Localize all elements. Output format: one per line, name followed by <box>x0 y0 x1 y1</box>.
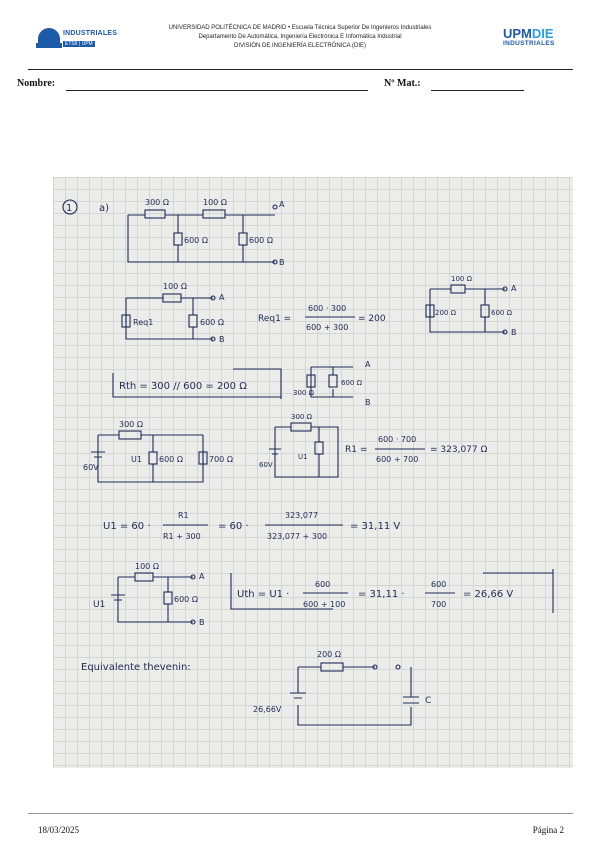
circuit-3: 100 Ω 200 Ω 600 Ω A B <box>425 275 517 337</box>
c1-r100: 100 Ω <box>203 198 227 207</box>
handwritten-solution: 1 a) 300 Ω 100 Ω 600 Ω 600 Ω A B 100 <box>62 198 554 726</box>
c5-u1: U1 <box>298 453 308 461</box>
c1-node-b: B <box>279 258 285 267</box>
logo-right-sub: INDUSTRIALES <box>503 40 555 47</box>
th-r200: 200 Ω <box>317 650 341 659</box>
u1-lhs: U1 = 60 · <box>103 521 151 532</box>
c2-req1: Req1 <box>133 318 153 327</box>
c1-r600a: 600 Ω <box>184 236 208 245</box>
dome-base-icon <box>36 43 62 48</box>
uth-frac2-den: 700 <box>431 600 446 609</box>
rth-box: Rth = 300 // 600 = 200 Ω 300 Ω 600 Ω A B <box>112 360 371 407</box>
u1-frac2-num: 323,077 <box>285 511 318 520</box>
c5-v60: 60V <box>259 461 273 469</box>
header-text: UNIVERSIDAD POLITÉCNICA DE MADRID • Escu… <box>140 24 460 51</box>
upmdie-logo: UPMDIE INDUSTRIALES <box>503 27 567 47</box>
header-line-2: Departamento De Automática, Ingeniería E… <box>198 34 402 40</box>
circuit-6: 100 Ω U1 600 Ω A B <box>93 562 205 627</box>
circuit-2: 100 Ω Req1 600 Ω A B <box>121 282 225 344</box>
u1-result: = 31,11 V <box>350 521 400 532</box>
header-divider <box>28 69 573 70</box>
u1-frac2-den: 323,077 + 300 <box>267 532 327 541</box>
rth-r600: 600 Ω <box>341 379 363 387</box>
req1-result: = 200 <box>358 314 386 324</box>
r1-num: 600 · 700 <box>378 435 416 444</box>
uth-frac1-num: 600 <box>315 580 330 589</box>
c1-r300: 300 Ω <box>145 198 169 207</box>
thevenin-label: Equivalente thevenin: <box>81 662 191 673</box>
c5-r300: 300 Ω <box>291 413 313 421</box>
thevenin-equivalent: Equivalente thevenin: 200 Ω 26,66V C <box>81 650 431 726</box>
mat-label: Nº Mat.: <box>384 78 421 89</box>
footer-date: 18/03/2025 <box>38 825 80 835</box>
c3-r100: 100 Ω <box>451 275 473 283</box>
dome-icon <box>38 28 60 44</box>
name-label: Nombre: <box>17 78 56 89</box>
uth-frac2-num: 600 <box>431 580 446 589</box>
c3-r200: 200 Ω <box>435 309 457 317</box>
c2-node-b: B <box>219 335 225 344</box>
circuit-5: 300 Ω 60V U1 R1 = 600 · 700 600 + 700 = … <box>259 413 487 478</box>
footer-divider <box>28 813 573 814</box>
rth-r300: 300 Ω <box>293 389 315 397</box>
c4-r700: 700 Ω <box>209 455 233 464</box>
header-line-3: DIVISIÓN DE INGENIERÍA ELECTRÓNICA (DIE) <box>233 43 367 49</box>
c3-node-b: B <box>511 328 517 337</box>
logo-left-sub: ETSII | UPM <box>63 41 95 47</box>
c6-u1: U1 <box>93 600 105 610</box>
handwritten-solution-photo: 1 a) 300 Ω 100 Ω 600 Ω 600 Ω A B 100 <box>53 177 573 768</box>
mat-field[interactable] <box>431 90 524 91</box>
c4-r600: 600 Ω <box>159 455 183 464</box>
page-header: INDUSTRIALES ETSII | UPM UNIVERSIDAD POL… <box>0 0 599 70</box>
rth-node-a: A <box>365 360 371 369</box>
r1-result: = 323,077 Ω <box>430 445 487 455</box>
circuit-4: 300 Ω 60V U1 600 Ω 700 Ω <box>83 420 233 483</box>
c1-r600b: 600 Ω <box>249 236 273 245</box>
r1-den: 600 + 700 <box>376 455 418 464</box>
th-v: 26,66V <box>253 705 282 714</box>
uth-result: = 26,66 V <box>463 589 513 600</box>
name-field[interactable] <box>66 90 368 91</box>
u1-frac1-num: R1 <box>178 511 189 520</box>
logo-right-a: UPM <box>503 26 532 41</box>
footer-page: Página 2 <box>532 825 564 835</box>
c2-r100: 100 Ω <box>163 282 187 291</box>
industriales-logo: INDUSTRIALES ETSII | UPM <box>36 28 133 54</box>
rth-node-b: B <box>365 398 371 407</box>
header-line-1: UNIVERSIDAD POLITÉCNICA DE MADRID • Escu… <box>168 25 432 31</box>
logo-left-name: INDUSTRIALES <box>63 30 118 37</box>
req1-num: 600 · 300 <box>308 304 346 313</box>
uth-frac1-den: 600 + 100 <box>303 600 345 609</box>
r1-lhs: R1 = <box>345 445 367 455</box>
rth-text: Rth = 300 // 600 = 200 Ω <box>119 381 247 392</box>
req1-lhs: Req1 = <box>258 314 291 324</box>
c3-node-a: A <box>511 284 517 293</box>
c1-node-a: A <box>279 200 285 209</box>
th-c: C <box>425 696 431 706</box>
c4-u1: U1 <box>131 455 142 464</box>
c3-r600: 600 Ω <box>491 309 513 317</box>
problem-circle <box>62 199 78 215</box>
logo-right-b: DIE <box>531 26 554 41</box>
c2-node-a: A <box>219 293 225 302</box>
u1-frac1-den: R1 + 300 <box>163 532 201 541</box>
u1-mid: = 60 · <box>218 521 249 532</box>
part-label: a) <box>99 203 109 214</box>
circuit-1: 300 Ω 100 Ω 600 Ω 600 Ω A B <box>127 198 285 267</box>
problem-number: 1 <box>66 203 72 214</box>
c6-r600: 600 Ω <box>174 595 198 604</box>
req1-formula: Req1 = 600 · 300 600 + 300 = 200 <box>258 304 386 332</box>
c4-v60: 60V <box>83 463 99 472</box>
c6-r100: 100 Ω <box>135 562 159 571</box>
c2-r600: 600 Ω <box>200 318 224 327</box>
c6-node-a: A <box>199 572 205 581</box>
c6-node-b: B <box>199 618 205 627</box>
uth-lhs: Uth = U1 · <box>237 589 289 600</box>
u1-formula: U1 = 60 · R1 R1 + 300 = 60 · 323,077 323… <box>103 511 400 541</box>
uth-box: Uth = U1 · 600 600 + 100 = 31,11 · 600 7… <box>230 569 554 613</box>
c4-r300: 300 Ω <box>119 420 143 429</box>
req1-den: 600 + 300 <box>306 323 348 332</box>
uth-mid: = 31,11 · <box>358 589 405 600</box>
